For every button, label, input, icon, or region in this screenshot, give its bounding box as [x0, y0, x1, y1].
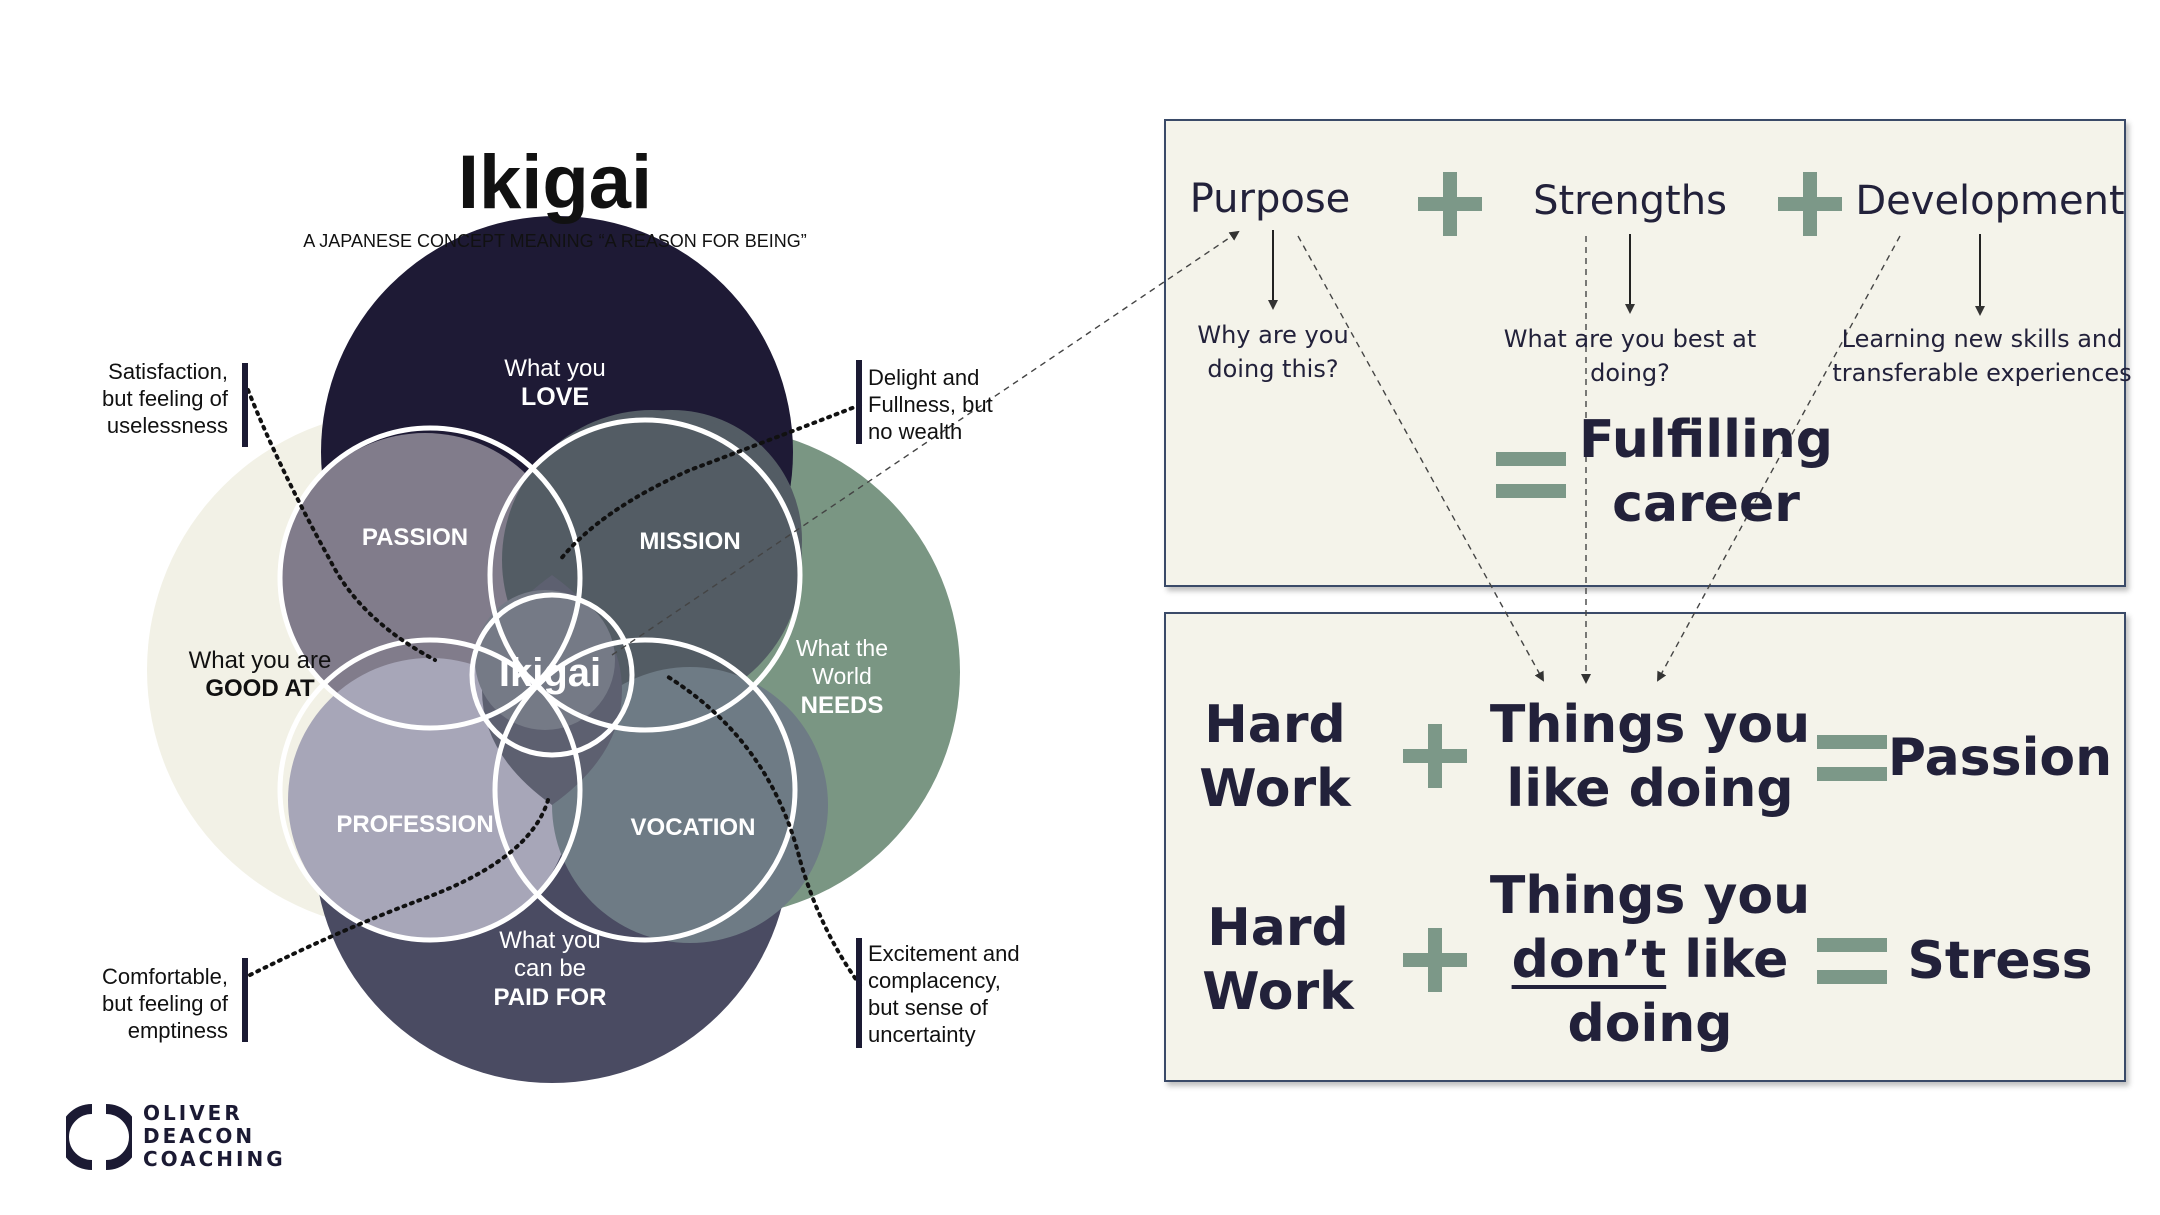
love-line1: What you: [504, 355, 605, 382]
diagram-title: Ikigai: [458, 140, 652, 225]
stress-result: Stress: [1907, 931, 2093, 991]
good-at-line2: GOOD AT: [205, 675, 315, 702]
logo-text: OLIVER DEACON COACHING: [143, 1101, 286, 1171]
bar-excitement: [856, 938, 862, 1048]
passion-label: PASSION: [362, 524, 468, 551]
equals-icon: [1496, 452, 1566, 498]
ikigai-center-label: Ikigai: [499, 651, 601, 695]
logo-ring-icon: [66, 1104, 132, 1170]
solid-arrows: [1268, 230, 1985, 316]
profession-label: PROFESSION: [336, 811, 493, 838]
love-line2: LOVE: [521, 383, 589, 411]
diagram-subtitle: A JAPANESE CONCEPT MEANING “A REASON FOR…: [303, 231, 806, 251]
fulfilling-career: Fulfilling career: [1578, 410, 1834, 534]
development-label: Development: [1855, 178, 2125, 224]
purpose-question: Why are you doing this?: [1197, 321, 1349, 383]
leader-lines: [246, 388, 862, 987]
plus-icon: [1403, 724, 1467, 788]
strengths-label: Strengths: [1533, 178, 1727, 224]
paid-line3: PAID FOR: [494, 984, 607, 1011]
strengths-question: What are you best at doing?: [1503, 325, 1757, 387]
development-question: Learning new skills and transferable exp…: [1832, 325, 2132, 387]
things-you-like: Things you like doing: [1489, 695, 1811, 819]
bar-delight: [856, 360, 862, 444]
annotation-comfortable: Comfortable, but feeling of emptiness: [102, 964, 228, 1043]
venn-outlines: [277, 417, 803, 943]
plus-icon: [1778, 172, 1842, 236]
hard-work-2: Hard Work: [1202, 898, 1354, 1022]
dont-underlined: don’t: [1511, 930, 1667, 990]
paid-line2: can be: [514, 955, 586, 982]
mission-label: MISSION: [639, 528, 740, 555]
vocation-region: [552, 667, 828, 943]
bar-satisfaction: [242, 363, 248, 447]
bar-comfortable: [242, 958, 248, 1042]
equals-icon: [1817, 735, 1887, 781]
equals-icon: [1817, 938, 1887, 984]
world-line2: World: [812, 663, 872, 689]
world-line1: What the: [796, 635, 888, 661]
good-at-line1: What you are: [189, 647, 332, 674]
annotation-excitement: Excitement and complacency, but sense of…: [868, 941, 1020, 1047]
vocation-label: VOCATION: [631, 814, 756, 841]
plus-icon: [1403, 928, 1467, 992]
paid-line1: What you: [499, 927, 600, 954]
things-you-dont-like: Things you don’t like doing: [1489, 866, 1811, 1054]
plus-icon: [1418, 172, 1482, 236]
annotation-delight: Delight and Fullness, but no wealth: [868, 365, 993, 444]
hard-work-1: Hard Work: [1199, 695, 1351, 819]
annotation-satisfaction: Satisfaction, but feeling of uselessness: [102, 359, 228, 438]
connector-arrows: [611, 230, 1901, 684]
world-line3: NEEDS: [801, 692, 884, 719]
purpose-label: Purpose: [1189, 176, 1351, 222]
passion-result: Passion: [1887, 728, 2113, 788]
